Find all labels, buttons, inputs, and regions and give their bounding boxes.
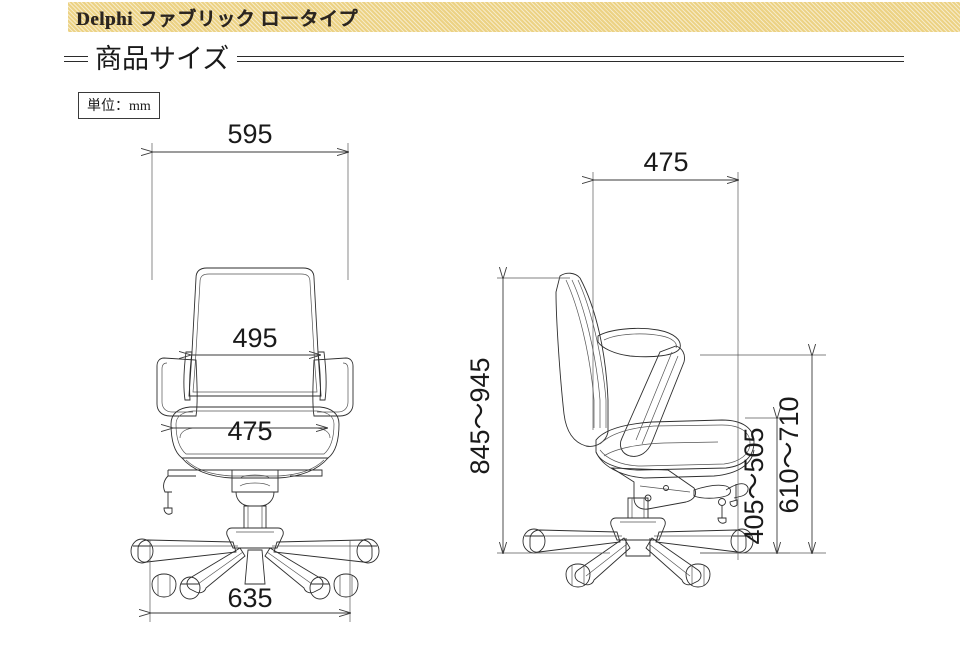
dim-label-405-505: 405〜505 (739, 427, 769, 544)
heading-rule-left (64, 56, 88, 62)
dim-label-635: 635 (227, 583, 272, 613)
side-view-group (522, 272, 755, 588)
heading-rule-right (237, 56, 904, 62)
product-title-text: Delphi ファブリック ロータイプ (76, 8, 358, 30)
dim-label-495: 495 (232, 323, 277, 353)
unit-note-text: 単位：mm (87, 99, 151, 114)
section-heading: 商品サイズ (64, 42, 904, 76)
front-view-group (130, 267, 380, 600)
front-view-dimensions: 595 495 475 635 (150, 119, 350, 622)
unit-note-box: 単位：mm (78, 92, 160, 119)
product-title-banner: Delphi ファブリック ロータイプ (68, 2, 960, 32)
dim-label-475-front: 475 (227, 416, 272, 446)
section-title-text: 商品サイズ (95, 43, 230, 74)
dim-label-475-side: 475 (643, 147, 688, 177)
dim-label-845-945: 845〜945 (465, 357, 495, 474)
side-view-dimensions: 475 845〜945 405〜505 610〜710 (465, 147, 826, 560)
dim-label-610-710: 610〜710 (774, 396, 804, 513)
dim-label-595: 595 (227, 119, 272, 149)
